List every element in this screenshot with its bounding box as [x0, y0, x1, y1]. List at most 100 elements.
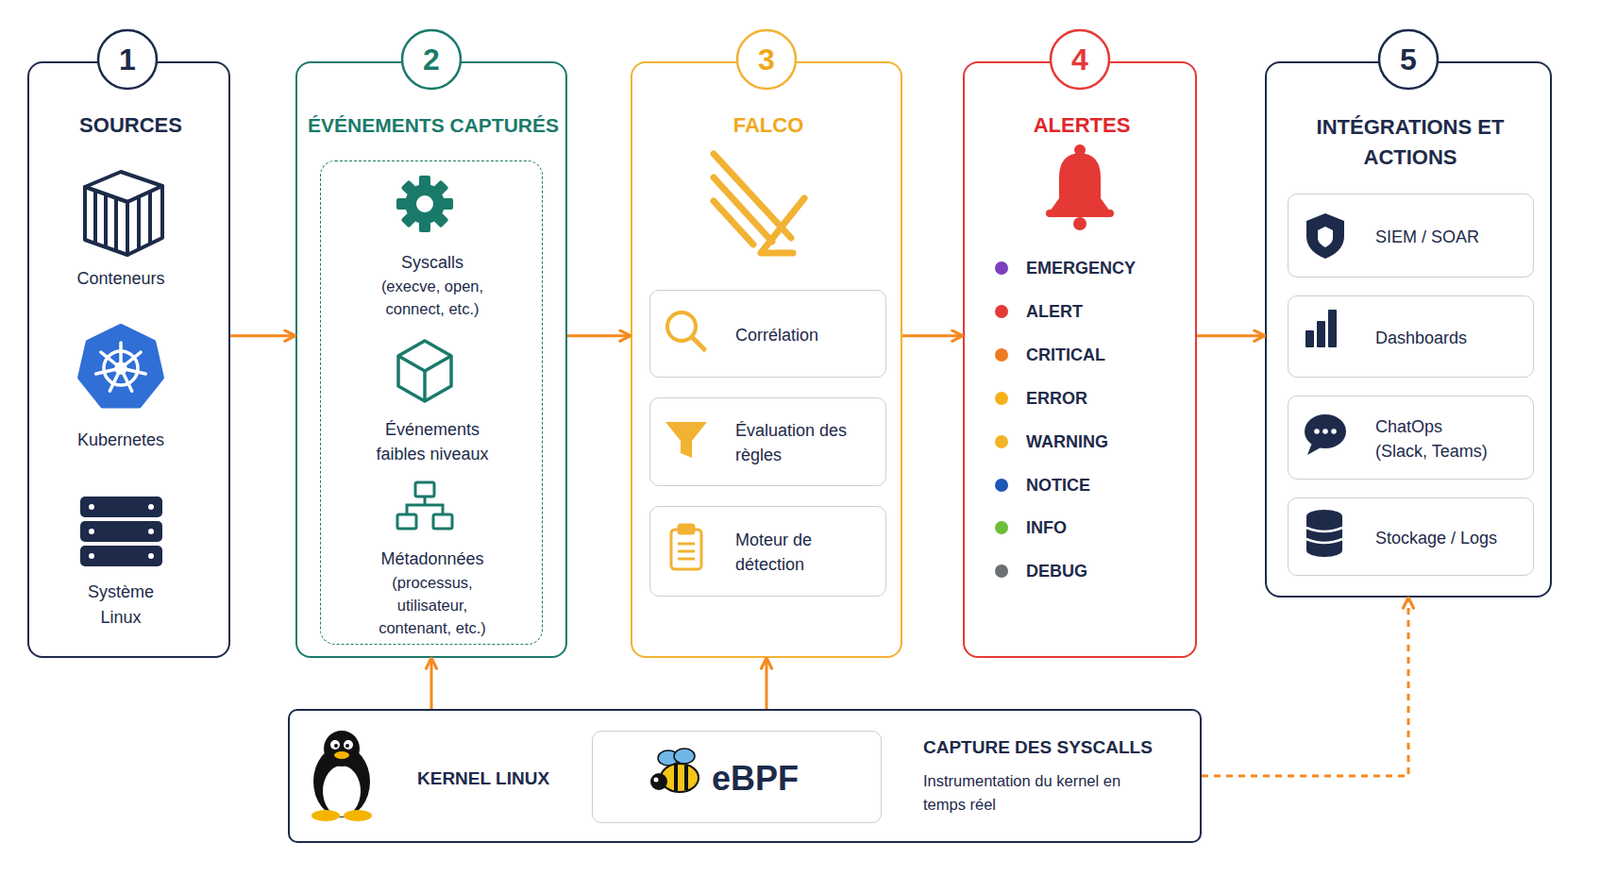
severity-label: DEBUG [1026, 559, 1187, 583]
container-icon [93, 190, 98, 244]
process-label: Corrélation [735, 322, 877, 348]
network-icon [397, 482, 453, 529]
network-icon [423, 496, 427, 506]
server-icon [80, 496, 163, 518]
integration-box: SIEM / SOAR [1287, 193, 1534, 278]
tux-icon [311, 730, 372, 822]
kernel-label: KERNEL LINUX [417, 767, 607, 791]
bee-icon [657, 750, 679, 766]
column-heading: ALERTES [964, 112, 1199, 139]
flow-arrow [902, 334, 963, 337]
integration-box: Stockage / Logs [1287, 497, 1534, 576]
container-icon [103, 194, 108, 248]
gear-icon [419, 175, 431, 187]
filter-icon [665, 421, 708, 458]
chat-icon [1304, 414, 1347, 455]
column-heading: FALCO [632, 112, 905, 139]
kubernetes-icon [120, 352, 141, 369]
container-icon [84, 171, 163, 203]
tux-icon [343, 809, 372, 822]
flow-arrow [765, 657, 769, 709]
container-icon [84, 171, 163, 255]
kernel-band: KERNEL LINUXCAPTURE DES SYSCALLSInstrume… [287, 708, 1202, 843]
server-icon [88, 528, 95, 535]
process-box: Évaluation des règles [649, 397, 887, 487]
chart-icon [1328, 309, 1337, 348]
bell-icon [1049, 152, 1111, 212]
bee-icon [660, 763, 699, 792]
server-icon [148, 553, 154, 559]
tux-icon [311, 809, 340, 822]
clipboard-icon [671, 529, 702, 570]
severity-dot [994, 304, 1009, 319]
source-label: Kubernetes [54, 429, 187, 452]
tux-icon [343, 740, 354, 750]
falco-logo [713, 153, 792, 238]
severity-dot [994, 348, 1009, 362]
process-box: Moteur de détection [649, 505, 887, 597]
process-label: Évaluation des règles [735, 418, 868, 468]
bell-icon [1045, 209, 1114, 218]
chat-icon [1330, 428, 1337, 435]
callout-number: 5 [1379, 40, 1438, 79]
server-icon [148, 528, 154, 535]
column-heading: INTÉGRATIONS ET ACTIONS [1315, 112, 1505, 173]
integration-box: ChatOps (Slack, Teams) [1287, 395, 1534, 480]
bell-icon [1073, 217, 1087, 231]
kubernetes-icon [80, 326, 162, 406]
bee-icon [650, 748, 699, 792]
gear-icon [432, 211, 449, 228]
source-label: Conteneurs [54, 268, 187, 290]
database-icon [1306, 543, 1343, 557]
stage-column: SOURCES [27, 61, 231, 658]
callout-number: 3 [737, 40, 796, 79]
kubernetes-icon [116, 363, 126, 373]
kubernetes-icon [80, 326, 162, 406]
chat-icon [1307, 442, 1323, 455]
clipboard-icon [677, 542, 695, 546]
integration-box: Dashboards [1287, 295, 1534, 378]
event-title: Métadonnées [320, 548, 544, 571]
kubernetes-icon [109, 368, 121, 391]
flow-arrow [1201, 597, 1409, 776]
falco-logo [713, 153, 805, 253]
severity-dot [994, 521, 1009, 535]
gear-icon [441, 198, 454, 210]
integration-label: Dashboards [1375, 325, 1527, 351]
capture-detail: Instrumentation du kernel en temps réel [923, 769, 1136, 817]
flow-arrow [230, 334, 296, 337]
severity-dot [994, 435, 1009, 449]
number-circle [402, 30, 461, 89]
bell-icon [1045, 144, 1114, 231]
kubernetes-icon [101, 352, 121, 369]
bee-icon [654, 777, 659, 783]
container-icon [114, 198, 118, 252]
tux-icon [330, 740, 340, 750]
bee-icon [673, 748, 695, 764]
container-icon [127, 185, 163, 255]
stage-column: INTÉGRATIONS ET ACTIONS SIEM / SOAR Dashbo… [1264, 61, 1552, 598]
cube-icon [398, 340, 452, 402]
stage-column: ÉVÉNEMENTS CAPTURÉSSyscalls(execve, open… [295, 61, 568, 658]
flow-arrow [430, 657, 434, 709]
integration-label: SIEM / SOAR [1375, 224, 1527, 250]
container-icon [84, 186, 128, 255]
ebpf-box: eBPF [591, 730, 882, 824]
bee-icon [673, 764, 678, 792]
filter-icon [665, 421, 708, 458]
column-heading: ÉVÉNEMENTS CAPTURÉS [297, 113, 570, 138]
severity-dot [994, 391, 1009, 405]
chart-icon [1316, 320, 1326, 348]
tux-icon [345, 743, 350, 748]
ebpf-label: eBPF [711, 757, 873, 800]
process-label: Moteur de détection [735, 527, 868, 577]
gear-icon [419, 220, 431, 233]
database-icon [1306, 538, 1343, 543]
kubernetes-icon [103, 351, 138, 386]
severity-label: NOTICE [1026, 473, 1187, 497]
falco-logo [760, 198, 805, 253]
callout-number: 1 [98, 40, 157, 79]
